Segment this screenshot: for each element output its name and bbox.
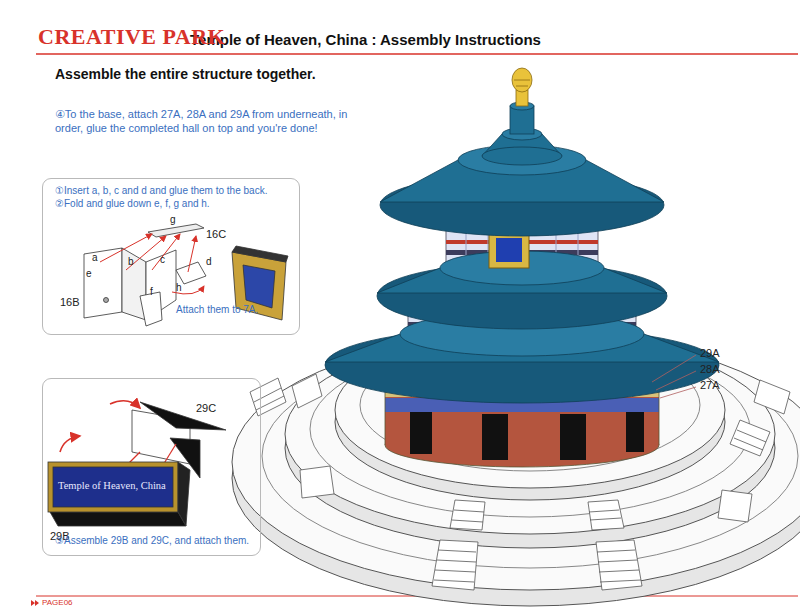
leader-line	[652, 355, 696, 398]
instruction-note: Attach them to 7A.	[176, 304, 258, 316]
instruction-panel: ①Insert a, b, c and d and glue them to t…	[42, 178, 300, 335]
instruction-step: ①Insert a, b, c and d and glue them to t…	[55, 185, 267, 197]
callout-number: 29A	[700, 347, 720, 360]
part-letter: b	[128, 256, 134, 268]
part-letter: c	[160, 254, 165, 266]
instruction-step: ②Fold and glue down e, f, g and h.	[55, 198, 210, 210]
part-letter: e	[86, 268, 92, 280]
part-drawing	[84, 224, 288, 326]
callout-number: 28A	[700, 363, 720, 376]
page-title: Temple of Heaven, China : Assembly Instr…	[190, 31, 541, 49]
part-number: 16B	[60, 296, 80, 309]
part-letter: a	[92, 252, 98, 264]
section-heading: Assemble the entire structure together.	[55, 66, 316, 83]
page-number: PAGE06	[42, 598, 73, 608]
part-letter: g	[170, 214, 176, 226]
footer-arrows	[31, 600, 39, 606]
part-number: 29C	[196, 402, 216, 415]
instruction-step: ③Assemble 29B and 29C, and attach them.	[55, 535, 249, 547]
callout-number: 27A	[700, 379, 720, 392]
finial	[512, 68, 532, 106]
part-number: 16C	[206, 228, 226, 241]
logo: CREATIVE PARK	[38, 24, 225, 50]
plaque-text: Temple of Heaven, China	[58, 480, 166, 493]
part-drawing	[48, 401, 226, 526]
hall-plaque	[489, 232, 529, 268]
header-rule	[36, 53, 798, 55]
instruction-panel: ③Assemble 29B and 29C, and attach them.	[42, 378, 261, 556]
instruction-note: ④To the base, attach 27A, 28A and 29A fr…	[55, 107, 355, 136]
stairs	[250, 374, 790, 590]
part-letter: d	[206, 256, 212, 268]
part-letter: h	[176, 282, 182, 294]
part-letter: f	[150, 286, 153, 298]
roof-top	[380, 102, 664, 236]
